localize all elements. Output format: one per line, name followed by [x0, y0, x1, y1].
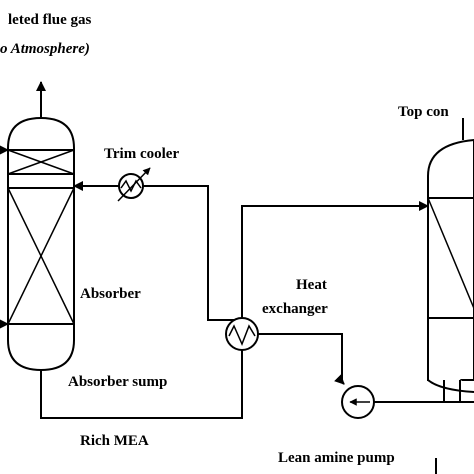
flue-gas-label: leted flue gas — [8, 12, 91, 28]
stripper-column — [427, 118, 474, 402]
rich-mea-label: Rich MEA — [80, 433, 149, 449]
rich-to-stripper-line — [241, 201, 429, 318]
heat-label: Heat — [296, 277, 327, 293]
absorber-sump-label: Absorber sump — [68, 374, 167, 390]
absorber-column — [7, 116, 75, 372]
absorber-label: Absorber — [80, 286, 141, 302]
lean-amine-return-line — [73, 181, 240, 321]
heat-exchanger-icon — [225, 317, 259, 351]
trim-cooler-icon — [117, 167, 151, 202]
trim-cooler-label: Trim cooler — [104, 146, 179, 162]
lean-amine-pump-label: Lean amine pump — [278, 450, 395, 466]
lean-to-exchanger-line — [258, 333, 345, 385]
atmosphere-label: o Atmosphere) — [0, 41, 90, 57]
rich-mea-line — [40, 350, 243, 419]
absorber-top-packing — [7, 149, 75, 175]
top-condenser-label: Top con — [398, 104, 449, 120]
lean-amine-pump-icon — [341, 385, 375, 419]
exchanger-label: exchanger — [262, 301, 328, 317]
stripper-packing — [427, 197, 474, 319]
absorber-main-packing — [7, 187, 75, 325]
